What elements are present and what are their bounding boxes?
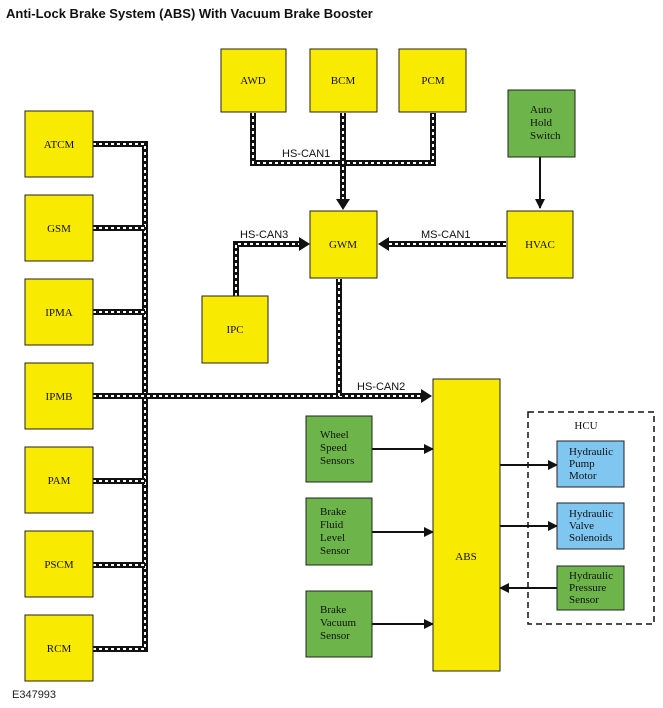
module-pam-label: PAM: [48, 475, 71, 487]
wheel-speed-line-3: Sensors: [320, 455, 354, 467]
module-ipma: IPMA: [24, 278, 94, 346]
module-pam: PAM: [24, 446, 94, 514]
pump-motor-line-1: Hydraulic: [569, 446, 613, 458]
wheel-speed-line-1: Wheel: [320, 429, 349, 441]
hcu-group: [527, 411, 655, 625]
module-ipc-label: IPC: [226, 324, 243, 336]
actuator-hydraulic-valve-solenoids: Hydraulic Valve Solenoids: [556, 502, 625, 550]
brake-fluid-line-3: Level: [320, 532, 345, 544]
sensor-wheel-speed: Wheel Speed Sensors: [305, 415, 373, 483]
hs-can2-label: HS-CAN2: [357, 381, 405, 393]
module-bcm: BCM: [309, 48, 378, 113]
pressure-line-2: Pressure: [569, 582, 606, 594]
actuator-hydraulic-pump-motor: Hydraulic Pump Motor: [556, 440, 625, 488]
module-awd: AWD: [220, 48, 287, 113]
module-hvac: HVAC: [506, 210, 574, 279]
pressure-line-3: Sensor: [569, 594, 599, 606]
valve-line-1: Hydraulic: [569, 508, 613, 520]
module-abs-label: ABS: [455, 551, 476, 563]
module-ipmb: IPMB: [24, 362, 94, 430]
diagram-title: Anti-Lock Brake System (ABS) With Vacuum…: [6, 6, 373, 21]
brake-fluid-line-1: Brake: [320, 506, 346, 518]
module-gsm: GSM: [24, 194, 94, 262]
sensor-hydraulic-pressure: Hydraulic Pressure Sensor: [556, 565, 625, 611]
pump-motor-line-3: Motor: [569, 470, 597, 482]
auto-hold-line-1: Auto: [530, 104, 553, 116]
sensor-brake-fluid-level: Brake Fluid Level Sensor: [305, 497, 373, 566]
hs-can3-label: HS-CAN3: [240, 229, 288, 241]
module-atcm: ATCM: [24, 110, 94, 178]
sensor-auto-hold-switch: Auto Hold Switch: [507, 89, 576, 158]
module-awd-label: AWD: [240, 75, 265, 87]
pump-motor-line-2: Pump: [569, 458, 595, 470]
module-gwm: GWM: [309, 210, 378, 279]
valve-line-2: Valve: [569, 520, 594, 532]
auto-hold-line-2: Hold: [530, 117, 553, 129]
brake-vacuum-line-2: Vacuum: [320, 617, 356, 629]
brake-vacuum-line-1: Brake: [320, 604, 346, 616]
module-rcm: RCM: [24, 614, 94, 682]
module-ipmb-label: IPMB: [46, 391, 73, 403]
sensor-brake-vacuum: Brake Vacuum Sensor: [305, 590, 373, 658]
module-pscm: PSCM: [24, 530, 94, 598]
hcu-label: HCU: [574, 420, 597, 432]
hs-can2-bus: [93, 141, 432, 652]
hs-can3-bus: [233, 237, 310, 296]
module-abs: ABS: [432, 378, 501, 672]
brake-vacuum-line-3: Sensor: [320, 630, 350, 642]
module-ipc: IPC: [201, 295, 269, 364]
wheel-speed-line-2: Speed: [320, 442, 347, 454]
figure-id: E347993: [12, 689, 57, 701]
module-gwm-label: GWM: [329, 239, 357, 251]
module-pscm-label: PSCM: [44, 559, 74, 571]
brake-fluid-line-2: Fluid: [320, 519, 344, 531]
ms-can1-bus: [378, 237, 506, 251]
module-pcm: PCM: [398, 48, 467, 113]
module-atcm-label: ATCM: [44, 139, 75, 151]
brake-fluid-line-4: Sensor: [320, 545, 350, 557]
valve-line-3: Solenoids: [569, 532, 612, 544]
ms-can1-label: MS-CAN1: [421, 229, 471, 241]
bus-lines: [93, 113, 506, 652]
hs-can1-bus: [250, 113, 436, 210]
module-bcm-label: BCM: [331, 75, 356, 87]
module-pcm-label: PCM: [421, 75, 444, 87]
pressure-line-1: Hydraulic: [569, 570, 613, 582]
hs-can1-label: HS-CAN1: [282, 148, 330, 160]
module-hvac-label: HVAC: [525, 239, 555, 251]
module-ipma-label: IPMA: [45, 307, 73, 319]
auto-hold-line-3: Switch: [530, 130, 561, 142]
module-gsm-label: GSM: [47, 223, 71, 235]
module-rcm-label: RCM: [47, 643, 72, 655]
